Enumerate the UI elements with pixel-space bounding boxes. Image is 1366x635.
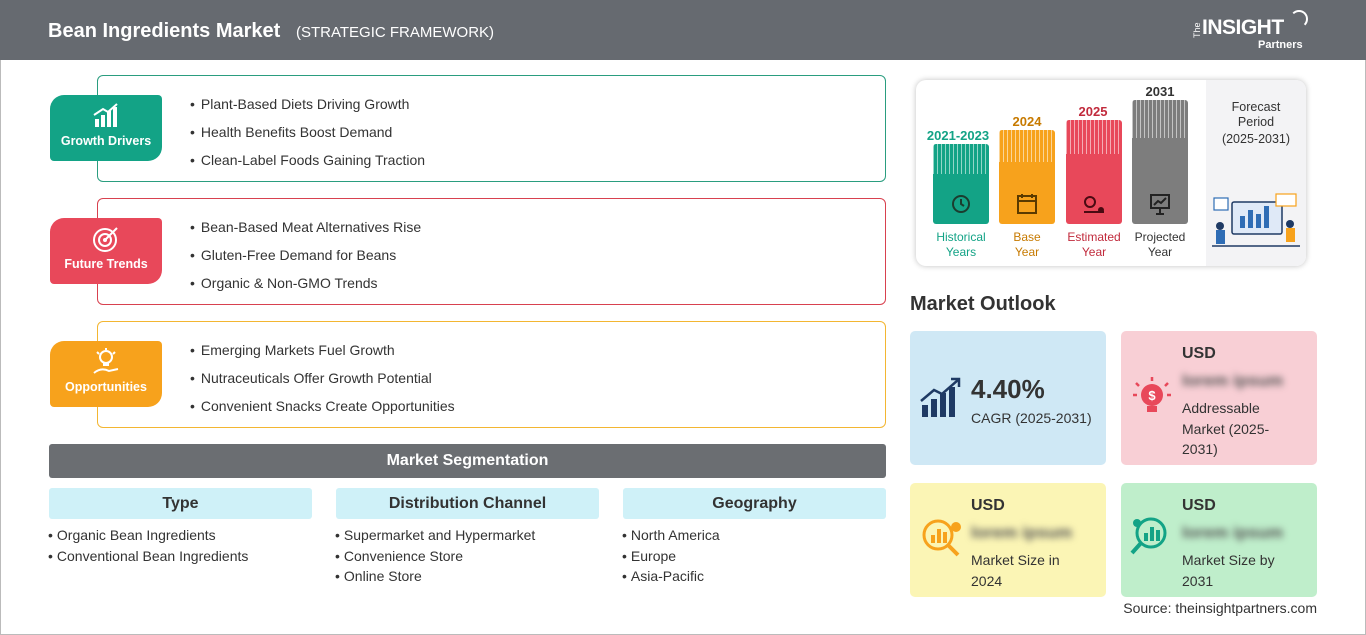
dollar-bulb-icon: $ <box>1133 377 1171 412</box>
caption-line: Base <box>1013 230 1041 244</box>
svg-text:$: $ <box>1148 388 1156 403</box>
forecast-title: Forecast Period <box>1231 100 1281 129</box>
analysts-illustration-icon <box>1212 193 1300 247</box>
caption-line: Year <box>1081 245 1107 259</box>
list-item: Emerging Markets Fuel Growth <box>190 340 455 368</box>
caption-line: Projected <box>1134 230 1186 244</box>
market-outlook-title: Market Outlook <box>910 293 1056 315</box>
cagr-value: 4.40% <box>971 374 1045 404</box>
currency-label: USD <box>1182 497 1216 514</box>
segment-heading-geography: Geography <box>623 488 886 519</box>
caption-line: Year <box>1014 245 1040 259</box>
currency-label: USD <box>971 497 1005 514</box>
timeline-panel: 2021-2023 Historical Years 2024 Base Yea… <box>916 80 1306 266</box>
list-item: Supermarket and Hypermarket <box>335 526 535 547</box>
source-credit: Source: theinsightpartners.com <box>1123 600 1317 616</box>
future-trends-label: Future Trends <box>64 257 148 271</box>
segment-heading-distribution: Distribution Channel <box>336 488 599 519</box>
future-trends-card: Bean-Based Meat Alternatives Rise Gluten… <box>97 198 886 305</box>
list-item: Bean-Based Meat Alternatives Rise <box>190 217 421 245</box>
future-trends-badge: Future Trends <box>50 218 162 284</box>
market-size-2031-label: Market Size by 2031 <box>1182 552 1275 589</box>
caption-line: Historical <box>936 230 986 244</box>
magnifier-chart-icon <box>922 519 961 557</box>
list-item: Conventional Bean Ingredients <box>48 547 248 568</box>
addressable-market-label: Addressable Market (2025-2031) <box>1182 400 1270 457</box>
list-item: Organic & Non-GMO Trends <box>190 273 421 301</box>
list-item: Online Store <box>335 567 535 588</box>
list-item: Clean-Label Foods Gaining Traction <box>190 150 425 178</box>
estimate-gear-icon <box>1084 196 1104 213</box>
list-item: Convenient Snacks Create Opportunities <box>190 396 455 424</box>
growth-drivers-card: Plant-Based Diets Driving Growth Health … <box>97 75 886 182</box>
year-label: 2025 <box>1078 104 1108 119</box>
page-title: Bean Ingredients Market <box>48 20 281 42</box>
target-icon <box>93 227 118 252</box>
list-item: Gluten-Free Demand for Beans <box>190 245 421 273</box>
list-item: Nutraceuticals Offer Growth Potential <box>190 368 455 396</box>
forecast-range: (2025-2031) <box>1221 132 1291 146</box>
segment-list-type: Organic Bean Ingredients Conventional Be… <box>48 526 248 567</box>
year-label: 2024 <box>1012 114 1042 129</box>
segment-heading-type: Type <box>49 488 312 519</box>
insight-partners-logo: The INSIGHT Partners <box>1192 10 1322 54</box>
cagr-label: CAGR (2025-2031) <box>971 410 1092 426</box>
addressable-market-box: $ USD lorem ipsum Addressable Market (20… <box>1121 331 1317 465</box>
growth-chart-icon <box>920 377 961 417</box>
list-item: North America <box>622 526 720 547</box>
growth-drivers-label: Growth Drivers <box>60 134 152 148</box>
calendar-icon <box>1017 194 1037 214</box>
opportunities-badge: Opportunities <box>50 341 162 407</box>
historical-bar <box>933 144 989 224</box>
header-bar: Bean Ingredients Market (STRATEGIC FRAME… <box>0 0 1366 60</box>
magnifier-chart-icon <box>1130 517 1167 555</box>
market-size-2024-box: USD lorem ipsum Market Size in 2024 <box>910 483 1106 597</box>
page-subtitle: (STRATEGIC FRAMEWORK) <box>296 24 495 41</box>
estimated-year-bar <box>1066 120 1122 224</box>
base-year-bar <box>999 130 1055 224</box>
history-clock-icon <box>952 195 970 213</box>
segment-list-distribution: Supermarket and Hypermarket Convenience … <box>335 526 535 588</box>
projected-year-bar <box>1132 100 1188 224</box>
forecast-period-panel: Forecast Period (2025-2031) <box>1206 80 1306 266</box>
caption-line: Year <box>1147 245 1173 259</box>
opportunities-label: Opportunities <box>65 380 147 394</box>
list-item: Asia-Pacific <box>622 567 720 588</box>
list-item: Convenience Store <box>335 547 535 568</box>
list-item: Health Benefits Boost Demand <box>190 122 425 150</box>
segment-list-geography: North America Europe Asia-Pacific <box>622 526 720 588</box>
list-item: Plant-Based Diets Driving Growth <box>190 94 425 122</box>
cagr-box: 4.40% CAGR (2025-2031) <box>910 331 1106 465</box>
blurred-value: lorem ipsum <box>971 523 1073 542</box>
growth-drivers-badge: Growth Drivers <box>50 95 162 161</box>
caption-line: Years <box>945 245 977 259</box>
lightbulb-hand-icon <box>93 348 119 374</box>
projection-board-icon <box>1150 194 1170 215</box>
market-segmentation-heading: Market Segmentation <box>49 444 886 478</box>
blurred-value: lorem ipsum <box>1182 523 1284 542</box>
growth-chart-icon <box>93 103 118 127</box>
caption-line: Estimated <box>1067 230 1121 244</box>
list-item: Organic Bean Ingredients <box>48 526 248 547</box>
year-label: 2021-2023 <box>926 128 990 143</box>
market-size-2024-label: Market Size in 2024 <box>971 552 1060 589</box>
list-item: Europe <box>622 547 720 568</box>
market-size-2031-box: USD lorem ipsum Market Size by 2031 <box>1121 483 1317 597</box>
currency-label: USD <box>1182 345 1216 362</box>
year-label: 2031 <box>1145 84 1175 99</box>
blurred-value: lorem ipsum <box>1182 371 1284 390</box>
opportunities-card: Emerging Markets Fuel Growth Nutraceutic… <box>97 321 886 428</box>
